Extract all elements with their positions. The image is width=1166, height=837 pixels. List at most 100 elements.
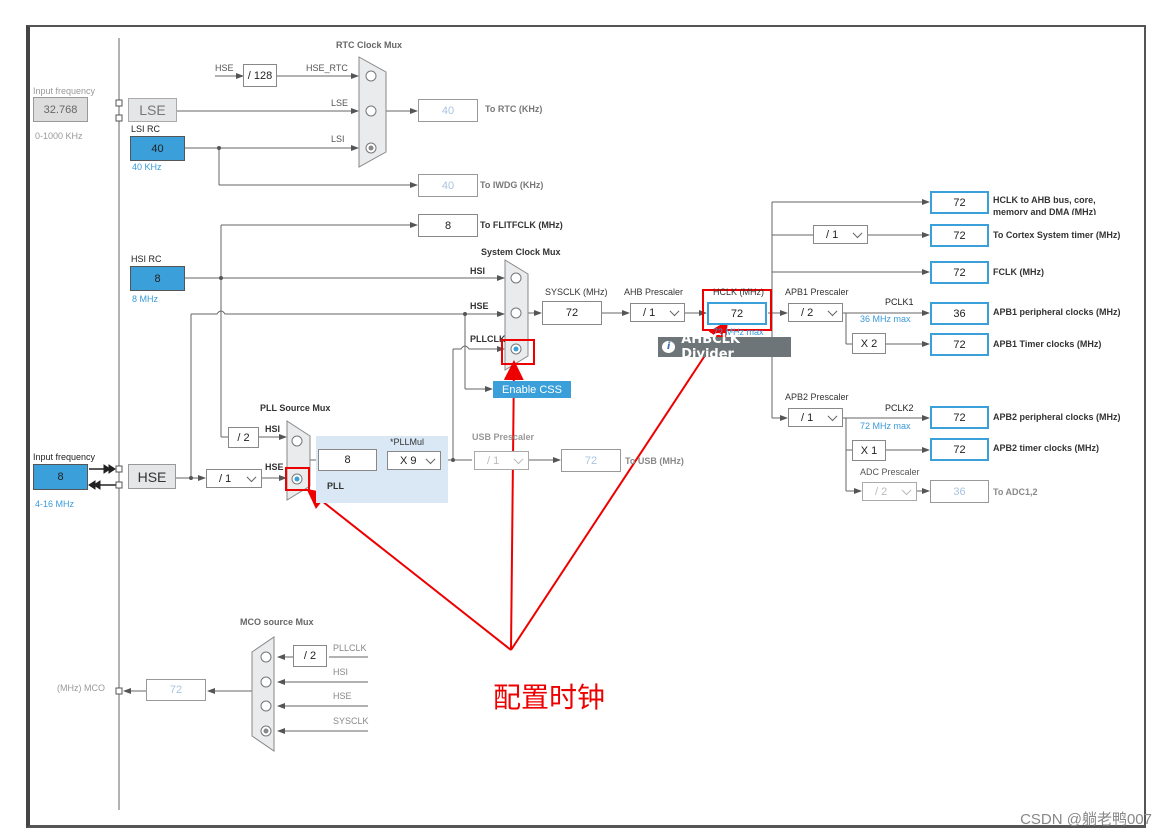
system-clock-mux-title: System Clock Mux bbox=[481, 247, 561, 257]
adc-prescaler-value: / 2 bbox=[875, 485, 888, 498]
rtc-mux-title: RTC Clock Mux bbox=[336, 40, 403, 50]
mco-output: 72 bbox=[146, 679, 206, 701]
chevron-down-icon bbox=[513, 453, 524, 464]
mco-source-mux bbox=[251, 636, 275, 752]
hsi-title: HSI RC bbox=[131, 254, 162, 264]
adc-label: To ADC1,2 bbox=[993, 487, 1038, 497]
sysclk-label: SYSCLK (MHz) bbox=[545, 287, 608, 297]
usb-prescaler-value: / 1 bbox=[487, 454, 500, 467]
cortex-timer-output: 72 bbox=[930, 224, 989, 247]
usb-prescaler-select[interactable]: / 1 bbox=[474, 451, 529, 470]
hse-input-label: Input frequency bbox=[33, 452, 96, 462]
cortex-timer-label: To Cortex System timer (MHz) bbox=[993, 230, 1121, 240]
apb1-timer-output: 72 bbox=[930, 333, 989, 356]
usb-prescaler-title: USB Prescaler bbox=[472, 432, 535, 442]
pllmul-label: *PLLMul bbox=[390, 437, 425, 447]
rtc-lsi-label: LSI bbox=[331, 134, 345, 144]
chevron-down-icon bbox=[827, 410, 838, 421]
rtc-hse-label: HSE bbox=[215, 63, 234, 73]
watermark: CSDN @躺老鸭007 bbox=[1020, 811, 1152, 828]
apb2-prescaler-select[interactable]: / 1 bbox=[788, 408, 843, 427]
hsi-value: 8 bbox=[130, 266, 185, 291]
ahbclk-divider-tooltip: i AHBCLK Divider bbox=[658, 332, 791, 362]
info-icon: i bbox=[662, 341, 676, 353]
lse-input-frequency[interactable]: 32.768 bbox=[33, 97, 88, 122]
adc-prescaler-title: ADC Prescaler bbox=[860, 467, 920, 477]
apb2-timer-output: 72 bbox=[930, 438, 989, 461]
chevron-down-icon bbox=[246, 471, 257, 482]
adc-prescaler-select[interactable]: / 2 bbox=[862, 482, 917, 501]
rtc-hse-divider: / 128 bbox=[243, 64, 277, 87]
pllmul-select[interactable]: X 9 bbox=[387, 451, 441, 470]
iwdg-output-label: To IWDG (KHz) bbox=[480, 180, 544, 190]
hse-block[interactable]: HSE bbox=[128, 464, 176, 489]
mco-label: (MHz) MCO bbox=[57, 683, 105, 693]
cortex-prescaler-value: / 1 bbox=[826, 228, 839, 241]
rtc-lse-label: LSE bbox=[331, 98, 349, 108]
pll-source-highlight bbox=[285, 467, 310, 491]
apb1-max: 36 MHz max bbox=[860, 314, 911, 324]
flitfclk-output-label: To FLITFCLK (MHz) bbox=[480, 220, 563, 230]
apb1-prescaler-select[interactable]: / 2 bbox=[788, 303, 843, 322]
pclk1-label: PCLK1 bbox=[885, 297, 914, 307]
apb2-prescaler-title: APB2 Prescaler bbox=[785, 392, 849, 402]
hse-prediv-value: / 1 bbox=[219, 472, 232, 485]
enable-css-button[interactable]: Enable CSS bbox=[493, 381, 571, 398]
ahb-prescaler-label: AHB Prescaler bbox=[624, 287, 684, 297]
hse-input-frequency[interactable]: 8 bbox=[33, 464, 88, 490]
mco-pll-divider: / 2 bbox=[293, 645, 327, 667]
hsi-freq: 8 MHz bbox=[132, 294, 159, 304]
apb1-prescaler-value: / 2 bbox=[801, 306, 814, 319]
sysclk-source-highlight bbox=[501, 339, 535, 365]
pllmul-value: X 9 bbox=[400, 454, 417, 467]
adc-output: 36 bbox=[930, 480, 989, 503]
hse-prediv-select[interactable]: / 1 bbox=[206, 469, 262, 488]
mco-pllclk-label: PLLCLK bbox=[333, 643, 367, 653]
apb1-prescaler-title: APB1 Prescaler bbox=[785, 287, 849, 297]
apb2-prescaler-value: / 1 bbox=[801, 411, 814, 424]
hse-range: 4-16 MHz bbox=[35, 499, 75, 509]
apb2-max: 72 MHz max bbox=[860, 421, 911, 431]
lsi-freq: 40 KHz bbox=[132, 162, 162, 172]
hclk-input[interactable]: 72 bbox=[707, 302, 767, 325]
mco-sysclk-label: SYSCLK bbox=[333, 716, 369, 726]
fclk-label: FCLK (MHz) bbox=[993, 267, 1044, 277]
hclk-max: 72 MHz max bbox=[713, 327, 764, 337]
rtc-output: 40 bbox=[418, 99, 478, 122]
sysmux-pllclk-label: PLLCLK bbox=[470, 334, 506, 344]
apb2-timer-label: APB2 timer clocks (MHz) bbox=[993, 443, 1100, 453]
tooltip-text: AHBCLK Divider bbox=[681, 332, 740, 362]
diagram-frame bbox=[26, 25, 1146, 828]
fclk-output: 72 bbox=[930, 261, 989, 284]
pll-label: PLL bbox=[327, 481, 344, 491]
mco-mux-title: MCO source Mux bbox=[240, 617, 314, 627]
pll-src-hse-label: HSE bbox=[265, 462, 284, 472]
apb2-peripheral-label: APB2 peripheral clocks (MHz) bbox=[993, 412, 1121, 422]
annotation-text: 配置时钟 bbox=[493, 681, 606, 714]
chevron-down-icon bbox=[852, 227, 863, 238]
sysmux-hsi-label: HSI bbox=[470, 266, 486, 276]
chevron-down-icon bbox=[425, 453, 436, 464]
hsi-pll-divider: / 2 bbox=[228, 427, 259, 448]
hclk-ahb-label-1: HCLK to AHB bus, core, bbox=[993, 195, 1096, 205]
hclk-label: HCLK (MHz) bbox=[713, 287, 764, 297]
mco-hsi-label: HSI bbox=[333, 667, 349, 677]
pll-input-value: 8 bbox=[318, 449, 377, 471]
flitfclk-output: 8 bbox=[418, 214, 478, 237]
hclk-highlight bbox=[702, 289, 772, 331]
hclk-ahb-label-2: memory and DMA (MHz) bbox=[993, 207, 1097, 215]
chevron-down-icon bbox=[827, 305, 838, 316]
apb1-timer-label: APB1 Timer clocks (MHz) bbox=[993, 339, 1102, 349]
chevron-down-icon bbox=[669, 305, 680, 316]
rtc-output-label: To RTC (KHz) bbox=[485, 104, 543, 114]
apb1-peripheral-output: 36 bbox=[930, 302, 989, 325]
chevron-down-icon bbox=[901, 484, 912, 495]
mco-hse-label: HSE bbox=[333, 691, 352, 701]
ahb-prescaler-value: / 1 bbox=[643, 306, 656, 319]
lse-block[interactable]: LSE bbox=[128, 98, 177, 122]
ahb-prescaler-select[interactable]: / 1 bbox=[630, 303, 685, 322]
cortex-prescaler-select[interactable]: / 1 bbox=[813, 225, 868, 244]
sysclk-value: 72 bbox=[542, 301, 602, 325]
lse-range: 0-1000 KHz bbox=[35, 131, 83, 141]
apb1-timer-multiplier: X 2 bbox=[852, 333, 886, 354]
